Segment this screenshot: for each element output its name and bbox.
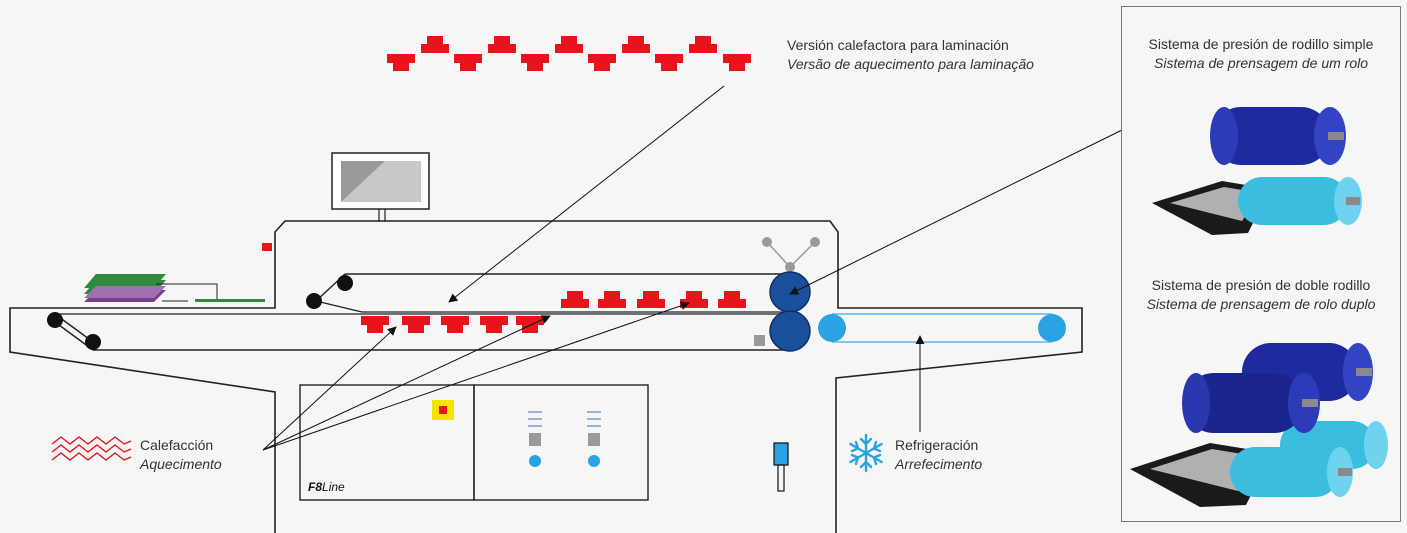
single-roller-illustration: [1152, 107, 1362, 235]
double-roller-illustration: [1130, 343, 1388, 507]
cooling-label: Refrigeración Arrefecimento: [895, 436, 982, 474]
heating-label: Calefacción Aquecimento: [140, 436, 222, 474]
heater-row-upper: [561, 291, 746, 308]
conveyor-belts: [47, 273, 789, 351]
top-roll-front: [1182, 373, 1320, 433]
heater-row-lower: [361, 316, 544, 333]
pressure-rollers: [754, 237, 820, 352]
bottom-roll-front: [1230, 447, 1353, 497]
wavy-heat-icon: [51, 436, 132, 461]
single-roller-pt: Sistema de prensagem de um rolo: [1154, 55, 1368, 71]
cooling-belt: [818, 313, 1066, 343]
bottom-roll: [1238, 177, 1362, 225]
sheet-stack: [84, 274, 265, 302]
double-roller-pt: Sistema de prensagem de rolo duplo: [1146, 296, 1376, 312]
foot-sensor: [773, 442, 789, 492]
double-roller-es: Sistema de presión de doble rodillo: [1151, 277, 1371, 293]
double-roller-title: Sistema de presión de doble rodillo Sist…: [1122, 276, 1400, 314]
cooling-es: Refrigeración: [895, 437, 979, 453]
lamination-heating-es: Versión calefactora para laminación: [787, 37, 1009, 53]
single-roller-es: Sistema de presión de rodillo simple: [1148, 36, 1374, 52]
top-roll: [1210, 107, 1346, 165]
roller-systems-panel: Sistema de presión de rodillo simple Sis…: [1121, 6, 1401, 522]
lamination-heater-row: [387, 36, 751, 71]
cooling-pt: Arrefecimento: [895, 456, 983, 472]
control-cabinet: F8Line: [299, 384, 649, 501]
snowflake-icon: [849, 433, 883, 473]
model-label: F8Line: [308, 480, 345, 494]
leader-lines: [262, 85, 1123, 451]
lamination-heating-pt: Versão de aquecimento para laminação: [787, 56, 1034, 72]
side-indicator: [262, 243, 272, 251]
lamination-heating-label: Versión calefactora para laminación Vers…: [787, 36, 1034, 74]
single-roller-title: Sistema de presión de rodillo simple Sis…: [1122, 35, 1400, 73]
machine-body: [9, 220, 1083, 533]
monitor: [331, 152, 430, 222]
heating-es: Calefacción: [140, 437, 214, 453]
heating-pt: Aquecimento: [140, 456, 222, 472]
